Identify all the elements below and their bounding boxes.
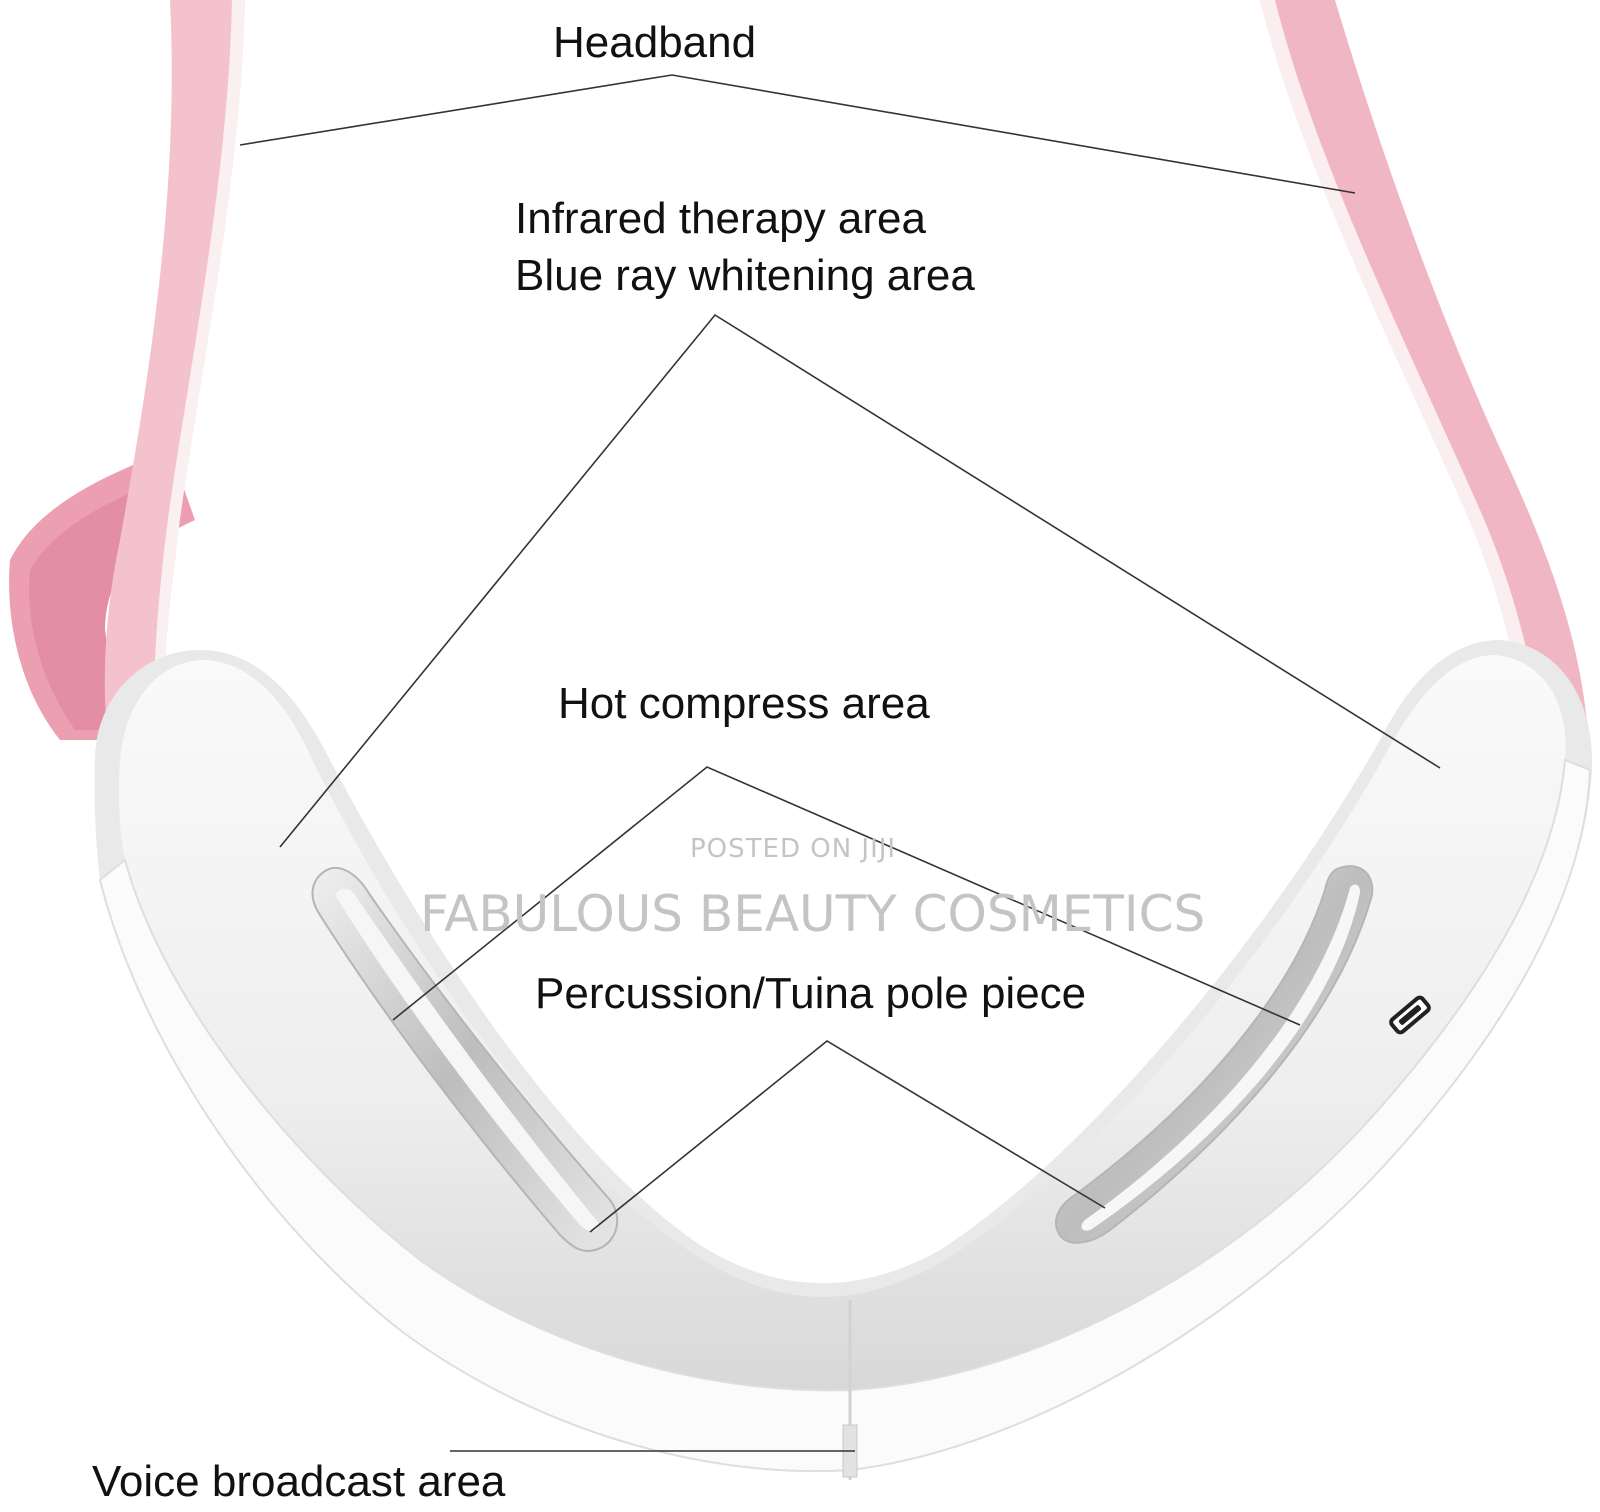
leader-infrared-blue	[279, 313, 1441, 848]
watermark-posted: POSTED ON JIJI	[690, 834, 897, 864]
infrared-therapy-label: Infrared therapy area	[515, 194, 926, 243]
percussion-label: Percussion/Tuina pole piece	[535, 969, 1087, 1018]
left-electrode-inner	[335, 888, 599, 1232]
charging-port-icon	[1389, 995, 1431, 1035]
headband-label: Headband	[553, 18, 757, 67]
hot-compress-label: Hot compress area	[558, 679, 930, 728]
blue-ray-whitening-label: Blue ray whitening area	[515, 251, 975, 300]
right-strap	[1260, 0, 1590, 760]
device-rim	[98, 758, 1592, 1473]
leader-headband	[239, 74, 1356, 194]
left-strap-front	[104, 0, 245, 760]
device-face	[118, 655, 1566, 1391]
leader-hot-compress	[392, 766, 1301, 1026]
leader-lines	[239, 74, 1441, 1452]
watermark-shop: FABULOUS BEAUTY COSMETICS	[420, 885, 1206, 943]
left-strap-front-edge	[154, 0, 245, 760]
leader-percussion	[589, 1040, 1106, 1233]
right-strap-edge	[1260, 0, 1545, 760]
right-electrode	[1055, 865, 1374, 1244]
voice-broadcast-label: Voice broadcast area	[92, 1457, 506, 1506]
